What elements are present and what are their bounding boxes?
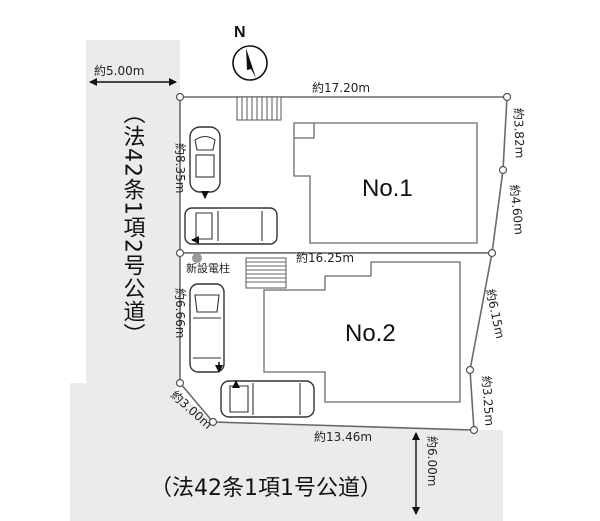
south-road-name: （法42条1項1号公道）: [150, 476, 382, 501]
car-parking-4: [220, 380, 315, 418]
west-road-name: （法42条1項2号公道）: [120, 102, 146, 346]
car-parking-2: [184, 207, 278, 245]
car-parking-1: [189, 126, 221, 199]
utility-pole-icon: [192, 253, 202, 263]
building-no2: [263, 261, 461, 403]
boundary-pins: [175, 92, 512, 435]
utility-pole-label: 新設電柱: [186, 261, 230, 275]
west-upper-label: 約8.35m: [173, 143, 188, 193]
lot-no2-label: No.2: [345, 320, 396, 347]
south-road-area: [70, 383, 503, 521]
west-road-area: [86, 40, 180, 407]
east-3-label: 約6.15m: [483, 288, 508, 340]
east-2-label: 約4.60m: [507, 184, 527, 236]
entrance-stairs-no1: [236, 96, 282, 121]
west-road-width-label: 約5.00m: [94, 63, 144, 78]
north-arrow-icon: [232, 45, 268, 81]
west-lower-label: 約6.66m: [173, 288, 188, 338]
car-parking-3: [189, 283, 225, 373]
south-edge-label: 約13.46m: [314, 429, 372, 444]
building-no1: [293, 122, 478, 244]
east-4-label: 約3.25m: [479, 375, 497, 426]
east-1-label: 約3.82m: [511, 108, 528, 159]
north-label: N: [234, 24, 246, 41]
lot-no1-label: No.1: [362, 175, 413, 202]
north-edge-label: 約17.20m: [312, 80, 370, 95]
entrance-stairs-no2: [245, 257, 287, 289]
south-road-width-label: 約6.00m: [425, 436, 440, 486]
middle-edge-label: 約16.25m: [296, 250, 354, 265]
